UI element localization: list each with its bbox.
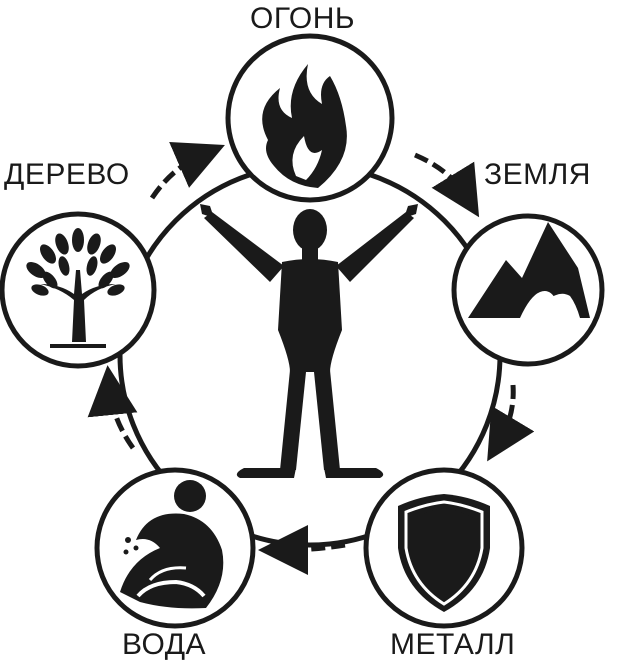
cycle-arrows bbox=[87, 142, 535, 575]
mountain-icon bbox=[468, 222, 590, 318]
node-earth bbox=[451, 213, 605, 367]
label-metal: МЕТАЛЛ bbox=[390, 628, 516, 661]
node-water bbox=[94, 467, 256, 629]
arrow-metal-to-water bbox=[258, 524, 346, 575]
wave-icon bbox=[120, 480, 224, 609]
tree-icon bbox=[26, 228, 130, 348]
flame-icon bbox=[262, 64, 347, 188]
shield-icon bbox=[398, 494, 490, 612]
arrow-earth-to-metal bbox=[487, 384, 535, 462]
label-earth: ЗЕМЛЯ bbox=[484, 158, 591, 191]
node-fire bbox=[225, 33, 395, 203]
label-water: ВОДА bbox=[122, 628, 207, 661]
human-silhouette bbox=[200, 204, 418, 478]
label-wood: ДЕРЕВО bbox=[4, 158, 130, 191]
node-metal bbox=[363, 467, 525, 629]
node-wood bbox=[0, 211, 157, 369]
arrow-fire-to-earth bbox=[414, 152, 480, 218]
arrow-water-to-wood bbox=[87, 365, 138, 450]
arrow-wood-to-fire bbox=[149, 142, 225, 200]
label-fire: ОГОНЬ bbox=[250, 2, 356, 35]
